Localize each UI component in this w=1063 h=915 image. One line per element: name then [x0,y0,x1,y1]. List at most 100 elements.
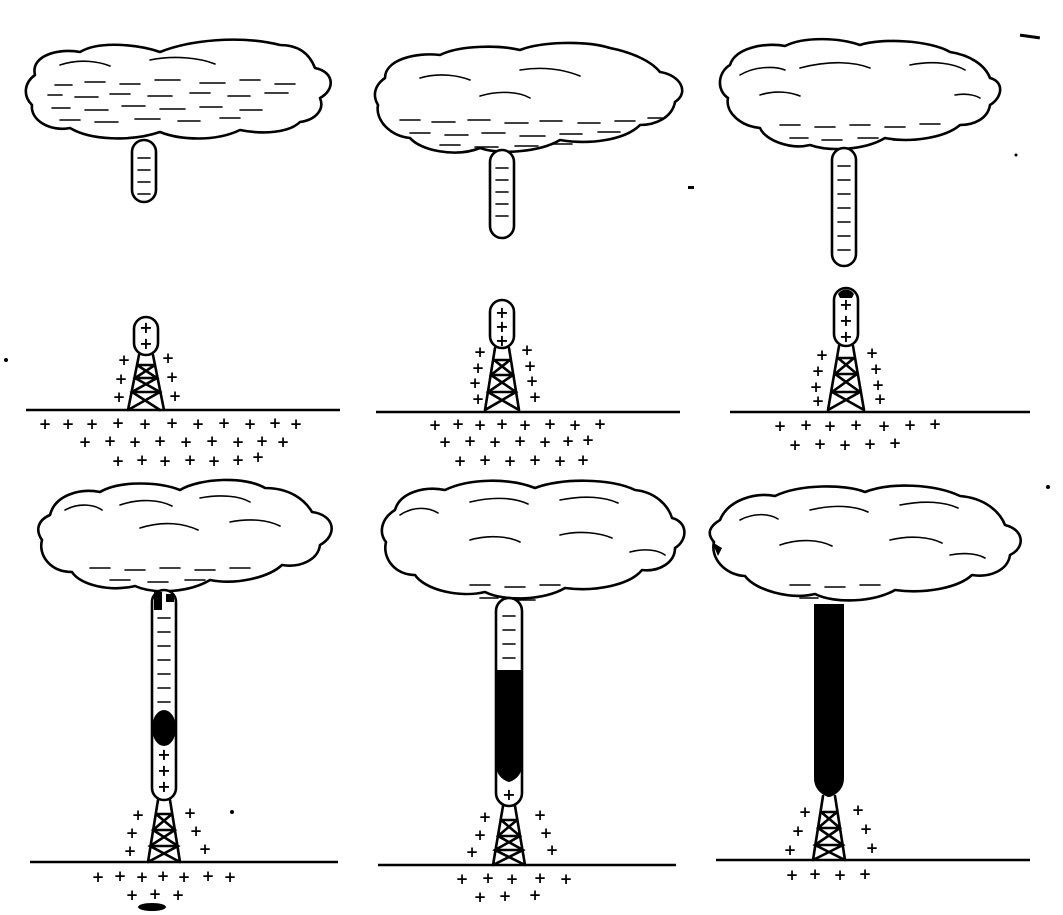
cloud-negative-charge [739,61,981,141]
svg-text:+: + [452,415,465,433]
svg-text:+: + [86,415,99,433]
svg-text:+: + [866,344,879,362]
svg-text:+: + [136,451,149,469]
svg-text:+: + [526,372,539,390]
svg-text:+: + [809,865,822,883]
svg-text:+: + [496,415,509,433]
svg-text:+: + [256,432,269,450]
svg-text:+: + [166,414,179,432]
upward-streamer [832,286,860,348]
svg-text:+: + [129,433,142,451]
ground-positive-charge: ++ ++ ++ ++ ++ ++ ++ ++ ++ ++ ++ + ++ ++… [429,341,607,470]
svg-text:+: + [169,387,182,405]
svg-text:+: + [429,416,442,434]
cloud-negative-charge [47,56,296,123]
svg-text:+: + [124,842,137,860]
svg-text:+: + [277,433,290,451]
svg-text:+: + [62,415,75,433]
svg-text:+: + [904,416,917,434]
streamer-positive-charge: + + + [839,295,852,346]
svg-text:+: + [180,433,193,451]
panel-4: + + + ++ ++ ++ ++ ++ ++ + ++ + [30,478,338,911]
cloud [36,478,333,593]
svg-text:+: + [534,806,547,824]
svg-text:+: + [218,414,231,432]
svg-text:+: + [454,452,467,470]
panel-5: + ++ ++ ++ ++ ++ + ++ + [378,479,686,906]
svg-text:+: + [118,351,131,369]
svg-text:+: + [290,415,303,433]
svg-text:+: + [190,822,203,840]
svg-text:+: + [464,432,477,450]
svg-text:+: + [474,888,487,906]
svg-text:+: + [594,415,607,433]
svg-text:+: + [792,822,805,840]
svg-text:+: + [812,392,825,410]
svg-text:+: + [139,318,152,337]
streamer-positive-charge: + + [139,318,152,353]
svg-text:+: + [224,868,237,886]
svg-text:+: + [139,334,152,353]
svg-text:+: + [178,868,191,886]
svg-text:+: + [439,433,452,451]
svg-text:+: + [870,360,883,378]
svg-text:+: + [166,368,179,386]
svg-text:+: + [784,841,797,859]
svg-text:+: + [774,417,787,435]
cloud [24,38,332,140]
svg-text:+: + [469,374,482,392]
svg-text:+: + [786,866,799,884]
svg-text:+: + [878,417,891,435]
svg-text:+: + [824,417,837,435]
svg-text:+: + [126,886,139,904]
svg-text:+: + [472,359,485,377]
svg-text:+: + [560,870,573,888]
svg-text:+: + [202,867,215,885]
svg-text:+: + [800,416,813,434]
svg-text:+: + [889,434,902,452]
svg-text:+: + [252,448,265,466]
svg-text:+: + [157,867,170,885]
svg-text:+: + [192,415,205,433]
svg-text:+: + [172,886,185,904]
svg-text:+: + [112,414,125,432]
svg-text:+: + [159,452,172,470]
svg-text:+: + [577,451,590,469]
svg-text:+: + [474,416,487,434]
svg-text:+: + [495,317,508,336]
print-specks [4,33,1050,814]
tower [491,804,527,867]
svg-text:+: + [864,435,877,453]
leader-negative-charge [157,617,171,703]
streamer-positive-charge: + + + [495,303,508,350]
svg-text:+: + [114,867,127,885]
leader-negative-charge [137,157,151,195]
svg-text:+: + [79,433,92,451]
return-stroke-channel [814,604,844,798]
svg-text:+: + [112,452,125,470]
tower [826,344,866,412]
svg-text:+: + [474,826,487,844]
svg-text:+: + [472,390,485,408]
svg-text:+: + [799,803,812,821]
svg-text:+: + [874,390,887,408]
svg-text:+: + [92,868,105,886]
svg-text:+: + [132,806,145,824]
svg-text:+: + [546,841,559,859]
cloud-negative-charge [399,496,666,601]
svg-text:+: + [514,432,527,450]
svg-text:+: + [499,887,512,905]
svg-text:+: + [810,378,823,396]
svg-text:+: + [866,839,879,857]
streamer-positive-charge: + + + [157,745,170,796]
svg-text:+: + [157,745,170,764]
svg-text:+: + [506,870,519,888]
svg-text:+: + [544,415,557,433]
svg-text:+: + [529,886,542,904]
ground-positive-charge: ++ ++ ++ ++ ++ ++ + ++ + [92,804,237,904]
svg-text:+: + [466,843,479,861]
svg-text:+: + [489,433,502,451]
leader-negative-charge [837,165,851,251]
svg-text:+: + [104,432,117,450]
